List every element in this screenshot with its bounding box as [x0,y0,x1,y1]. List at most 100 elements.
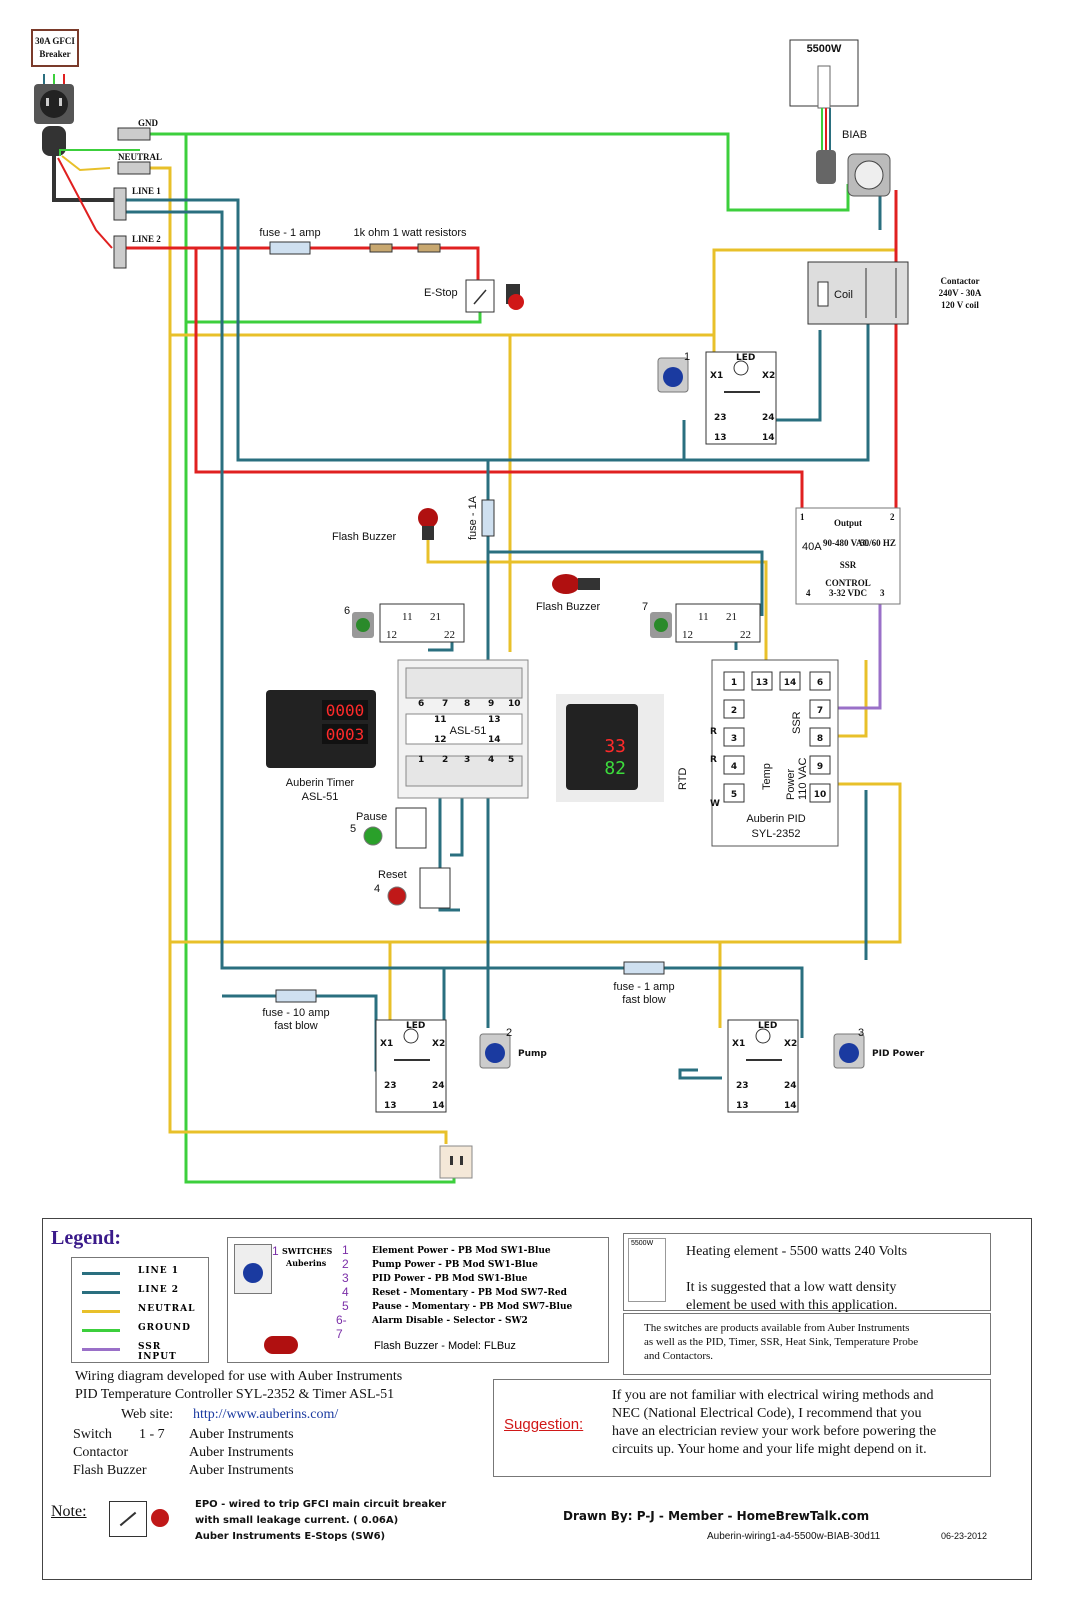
t13-label-2: 13 [384,1101,397,1111]
biab-label: BIAB [842,129,867,141]
element-label: 5500W [807,43,842,55]
legend-ssr-input: SSR INPUT [82,1340,202,1362]
source-item-1: Switch [73,1427,112,1442]
sel6-11: 11 [402,611,413,623]
x1-label-3: X1 [732,1039,745,1049]
pid-t9: 9 [817,762,823,772]
led-label-3: LED [758,1021,777,1031]
ssr-hz: 50/60 HZ [860,538,896,548]
selector-6-icon: 6 [344,605,374,638]
flash-buzzer-1-icon: Flash Buzzer [332,508,438,543]
num-label-2: 2 [506,1027,512,1039]
gfci-breaker: 30A GFCI Breaker [31,29,79,67]
receptacle-30a-icon [34,74,74,124]
wiring-diagram: 30A GFCI Breaker GND NEUTRAL LINE 1 LINE… [31,29,982,1184]
switch-module-3: LED X1 X2 23 24 13 14 [727,1019,799,1113]
asl-top-terminals: 6 7 8 9 10 [418,699,521,709]
ssr: 1 2 Output 40A 90-480 VAC 50/60 HZ SSR C… [795,507,901,605]
contactor-label-1: Contactor [941,276,980,286]
line2-wires [124,190,898,520]
website-link[interactable]: http://www.auberins.com/ [193,1407,339,1422]
outlet-120v-icon [439,1145,473,1179]
heating-note-1: It is suggested that a low watt density [686,1280,897,1295]
pushbutton-legend-icon [234,1244,272,1294]
pid-t6: 6 [817,678,823,688]
sel7-11: 11 [698,611,709,623]
sel7-22: 22 [740,629,751,641]
t13-label-3: 13 [736,1101,749,1111]
pushbutton-1-icon: 1 [657,351,690,393]
pushbutton-3-icon: 3 PID Power [833,1027,925,1069]
asl-t11: 11 [434,715,447,725]
asl-t14: 14 [488,735,501,745]
pid-top-terminals: 13 14 6 [751,671,831,691]
pid-t10: 10 [814,790,827,800]
auber-note-2: as well as the PID, Timer, SSR, Heat Sin… [644,1336,919,1348]
pause-label: Pause [356,811,387,823]
pid-vac-label: 110 VAC [797,758,809,800]
suggestion-1: If you are not familiar with electrical … [612,1388,934,1403]
sel7-21: 21 [726,611,737,623]
pid-t3: 3 [731,734,737,744]
legend-ground: GROUND [82,1321,202,1339]
ssr-t4: 4 [806,588,811,598]
x2-label-2: X2 [432,1039,445,1049]
source-vendor-1: Auber Instruments [189,1427,294,1442]
estop-legend-button-icon [151,1509,169,1527]
bus-label-neutral: NEUTRAL [118,152,162,162]
ssr-input-wires [818,604,882,710]
switch-module-1: LED X1 X2 23 24 13 14 [705,351,777,445]
flash-buzzer-legend-icon [264,1336,298,1354]
asl-t12: 12 [434,735,447,745]
num-label-3: 3 [858,1027,864,1039]
pid-t1: 1 [731,678,737,688]
ssr-t3: 3 [880,588,885,598]
ssr-name: SSR [840,560,857,570]
pid-rtd-label: RTD [677,768,689,790]
source-item-2: Contactor [73,1445,129,1460]
biab-receptacle-icon [847,153,891,197]
legend-line2: LINE 2 [82,1283,202,1301]
contactor-label-2: 240V - 30A [939,288,982,298]
fuse-10amp-label-1: fuse - 10 amp [262,1007,329,1019]
filename: Auberin-wiring1-a4-5500w-BIAB-30d11 [707,1531,881,1542]
pid-power-button-label: PID Power [872,1049,925,1059]
reset-label: Reset [378,869,407,881]
estop-button-icon [506,284,524,310]
sel7-12: 12 [682,629,693,641]
t24-label-3: 24 [784,1081,797,1091]
suggestion-4: circuits up. Your home and your life mig… [612,1442,927,1457]
t23-label-3: 23 [736,1081,749,1091]
pid-right-terminals: 7 8 9 10 [809,699,831,803]
legend-line1: LINE 1 [82,1264,202,1282]
pid-t14: 14 [784,678,797,688]
led-label-2: LED [406,1021,425,1031]
resistors: 1k ohm 1 watt resistors [353,227,467,253]
bus-label-line1: LINE 1 [132,186,161,196]
x1-label-1: X1 [710,371,723,381]
pid-display-2: 82 [604,758,626,779]
terminal-blocks: GND NEUTRAL LINE 1 LINE 2 [113,118,162,269]
flash-buzzer-2-icon: Flash Buzzer [536,574,601,613]
source-range-1: 1 - 7 [139,1427,165,1442]
estop-legend-switch-icon [109,1501,147,1537]
bus-label-gnd: GND [138,118,159,128]
estop-switch: E-Stop [424,279,495,313]
note-2: with small leakage current. ( 0.06A) [195,1515,399,1526]
date: 06-23-2012 [941,1531,988,1541]
asl-bottom-terminals: 1 2 3 4 5 [418,755,514,765]
switches-header-1: SWITCHES [282,1246,333,1256]
asl-t6: 6 [418,699,424,709]
source-item-3: Flash Buzzer [73,1463,147,1478]
suggestion-box: Suggestion: If you are not familiar with… [493,1379,991,1477]
led-label-1: LED [736,353,755,363]
wire-color-legend: LINE 1 LINE 2 NEUTRAL GROUND SSR INPUT [71,1257,209,1363]
heating-element-legend-icon: 5500W [628,1238,666,1302]
asl-t7: 7 [442,699,448,709]
pid-terminal-block: 1 2 3 4 5 13 14 6 7 8 9 10 SSR Power 110… [677,659,839,847]
pid-ssr-label: SSR [791,711,803,734]
asl-b3: 3 [464,755,470,765]
source-vendor-3: Auber Instruments [189,1463,294,1478]
note-3: Auber Instruments E-Stops (SW6) [195,1531,386,1542]
fuse-1a: fuse - 1A [467,495,495,540]
